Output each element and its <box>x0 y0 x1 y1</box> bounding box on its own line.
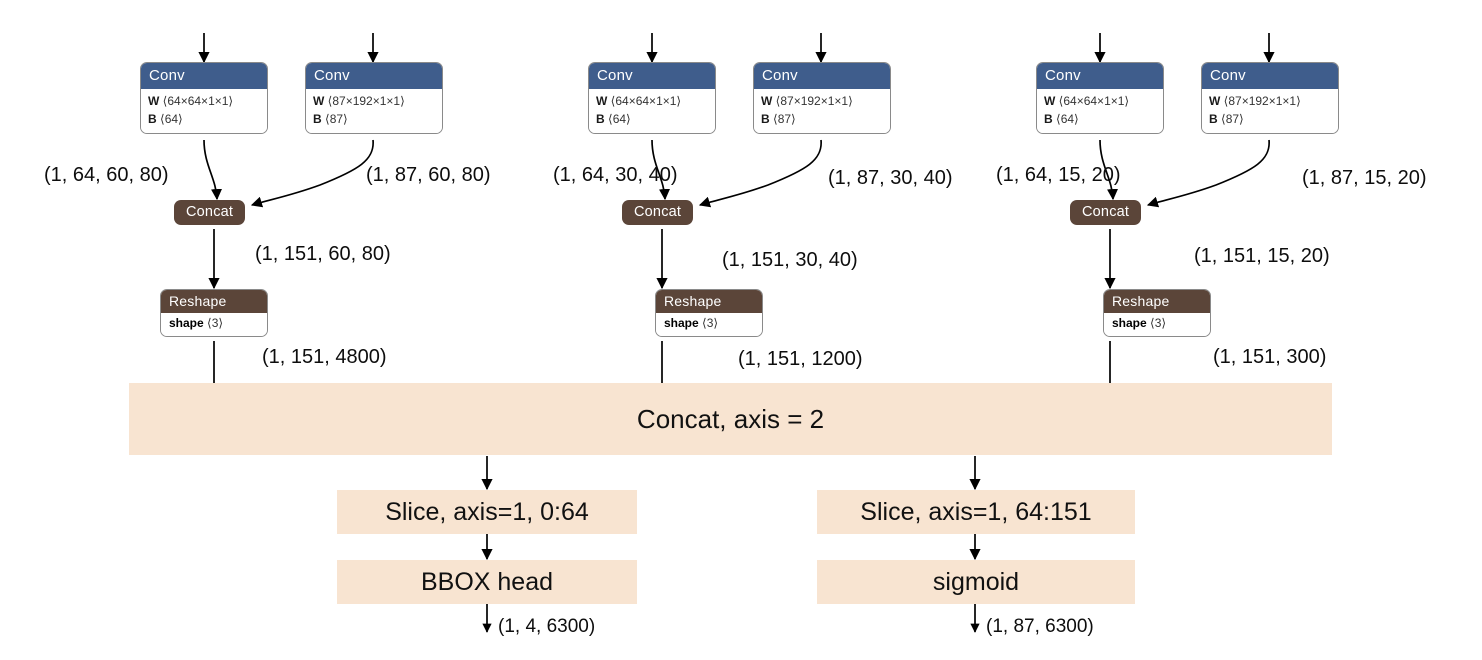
conv-node-p4-left[interactable]: Conv W ⟨64×64×1×1⟩ B ⟨64⟩ <box>588 62 716 135</box>
edge-label-p4-conv-left-out: (1, 64, 30, 40) <box>553 164 678 186</box>
conv-params: W ⟨64×64×1×1⟩ B ⟨64⟩ <box>141 89 267 134</box>
param-name: B <box>148 111 157 126</box>
reshape-node-p4[interactable]: Reshape shape ⟨3⟩ <box>655 289 763 337</box>
param-name: B <box>313 111 322 126</box>
conv-params: W ⟨87×192×1×1⟩ B ⟨87⟩ <box>754 89 890 134</box>
edge-label-p5-concat-out: (1, 151, 15, 20) <box>1194 245 1330 267</box>
param-row: B ⟨64⟩ <box>148 111 260 128</box>
conv-title: Conv <box>754 63 890 90</box>
param-name: W <box>148 94 160 109</box>
param-name: B <box>596 111 605 126</box>
concat-axis2-block[interactable]: Concat, axis = 2 <box>129 383 1332 455</box>
param-name: W <box>596 94 608 109</box>
param-value: ⟨87×192×1×1⟩ <box>775 94 853 109</box>
edge-label-p4-concat-out: (1, 151, 30, 40) <box>722 249 858 271</box>
param-name: W <box>313 94 325 109</box>
output-label-sigmoid: (1, 87, 6300) <box>986 616 1094 637</box>
conv-title: Conv <box>1037 63 1163 90</box>
param-row: B ⟨87⟩ <box>313 111 435 128</box>
reshape-params: shape ⟨3⟩ <box>1104 313 1210 336</box>
param-value: ⟨64×64×1×1⟩ <box>162 94 234 109</box>
conv-node-p5-left[interactable]: Conv W ⟨64×64×1×1⟩ B ⟨64⟩ <box>1036 62 1164 135</box>
reshape-node-p5[interactable]: Reshape shape ⟨3⟩ <box>1103 289 1211 337</box>
param-value: ⟨87⟩ <box>325 111 348 126</box>
conv-title: Conv <box>1202 63 1338 90</box>
concat-node-p3[interactable]: Concat <box>174 200 246 225</box>
conv-title: Conv <box>141 63 267 90</box>
param-value: ⟨64⟩ <box>160 111 183 126</box>
conv-title: Conv <box>306 63 442 90</box>
param-value: ⟨64⟩ <box>1056 111 1079 126</box>
edge-label-p5-reshape-out: (1, 151, 300) <box>1213 346 1327 368</box>
param-value: ⟨3⟩ <box>1150 316 1167 331</box>
param-name: W <box>1209 94 1221 109</box>
conv-node-p3-left[interactable]: Conv W ⟨64×64×1×1⟩ B ⟨64⟩ <box>140 62 268 135</box>
param-row: W ⟨87×192×1×1⟩ <box>313 93 435 110</box>
param-row: W ⟨64×64×1×1⟩ <box>148 93 260 110</box>
param-value: ⟨87⟩ <box>1221 111 1244 126</box>
edge-label-p3-reshape-out: (1, 151, 4800) <box>262 346 387 368</box>
bbox-head-block[interactable]: BBOX head <box>337 560 637 604</box>
edge-label-p4-conv-right-out: (1, 87, 30, 40) <box>828 167 953 189</box>
edge-label-p4-reshape-out: (1, 151, 1200) <box>738 348 863 370</box>
concat-node-p5[interactable]: Concat <box>1070 200 1142 225</box>
param-row: B ⟨87⟩ <box>761 111 883 128</box>
reshape-title: Reshape <box>1104 290 1210 314</box>
edge-label-p5-conv-left-out: (1, 64, 15, 20) <box>996 164 1121 186</box>
param-name: B <box>761 111 770 126</box>
edge-label-p5-conv-right-out: (1, 87, 15, 20) <box>1302 167 1427 189</box>
conv-node-p4-right[interactable]: Conv W ⟨87×192×1×1⟩ B ⟨87⟩ <box>753 62 891 135</box>
slice-block-sigmoid[interactable]: Slice, axis=1, 64:151 <box>817 490 1135 534</box>
param-value: ⟨64⟩ <box>608 111 631 126</box>
reshape-params: shape ⟨3⟩ <box>161 313 267 336</box>
param-value: ⟨64×64×1×1⟩ <box>610 94 682 109</box>
reshape-title: Reshape <box>656 290 762 314</box>
sigmoid-block[interactable]: sigmoid <box>817 560 1135 604</box>
conv-params: W ⟨64×64×1×1⟩ B ⟨64⟩ <box>589 89 715 134</box>
reshape-node-p3[interactable]: Reshape shape ⟨3⟩ <box>160 289 268 337</box>
edge-label-p3-conv-left-out: (1, 64, 60, 80) <box>44 164 169 186</box>
param-value: ⟨87⟩ <box>773 111 796 126</box>
reshape-title: Reshape <box>161 290 267 314</box>
param-name: W <box>1044 94 1056 109</box>
edge-label-p3-conv-right-out: (1, 87, 60, 80) <box>366 164 491 186</box>
conv-node-p5-right[interactable]: Conv W ⟨87×192×1×1⟩ B ⟨87⟩ <box>1201 62 1339 135</box>
param-name: shape <box>664 316 699 331</box>
param-row: W ⟨87×192×1×1⟩ <box>761 93 883 110</box>
param-row: B ⟨87⟩ <box>1209 111 1331 128</box>
reshape-params: shape ⟨3⟩ <box>656 313 762 336</box>
conv-params: W ⟨87×192×1×1⟩ B ⟨87⟩ <box>306 89 442 134</box>
param-value: ⟨87×192×1×1⟩ <box>327 94 405 109</box>
param-name: B <box>1209 111 1218 126</box>
slice-block-bbox[interactable]: Slice, axis=1, 0:64 <box>337 490 637 534</box>
conv-params: W ⟨87×192×1×1⟩ B ⟨87⟩ <box>1202 89 1338 134</box>
param-name: B <box>1044 111 1053 126</box>
param-row: W ⟨87×192×1×1⟩ <box>1209 93 1331 110</box>
param-value: ⟨3⟩ <box>207 316 224 331</box>
param-value: ⟨64×64×1×1⟩ <box>1058 94 1130 109</box>
concat-node-p4[interactable]: Concat <box>622 200 694 225</box>
param-row: W ⟨64×64×1×1⟩ <box>1044 93 1156 110</box>
param-row: B ⟨64⟩ <box>1044 111 1156 128</box>
edge-label-p3-concat-out: (1, 151, 60, 80) <box>255 243 391 265</box>
conv-params: W ⟨64×64×1×1⟩ B ⟨64⟩ <box>1037 89 1163 134</box>
param-name: W <box>761 94 773 109</box>
param-row: W ⟨64×64×1×1⟩ <box>596 93 708 110</box>
param-value: ⟨3⟩ <box>702 316 719 331</box>
param-row: B ⟨64⟩ <box>596 111 708 128</box>
param-name: shape <box>169 316 204 331</box>
conv-title: Conv <box>589 63 715 90</box>
conv-node-p3-right[interactable]: Conv W ⟨87×192×1×1⟩ B ⟨87⟩ <box>305 62 443 135</box>
param-name: shape <box>1112 316 1147 331</box>
output-label-bbox: (1, 4, 6300) <box>498 616 596 637</box>
param-value: ⟨87×192×1×1⟩ <box>1223 94 1301 109</box>
